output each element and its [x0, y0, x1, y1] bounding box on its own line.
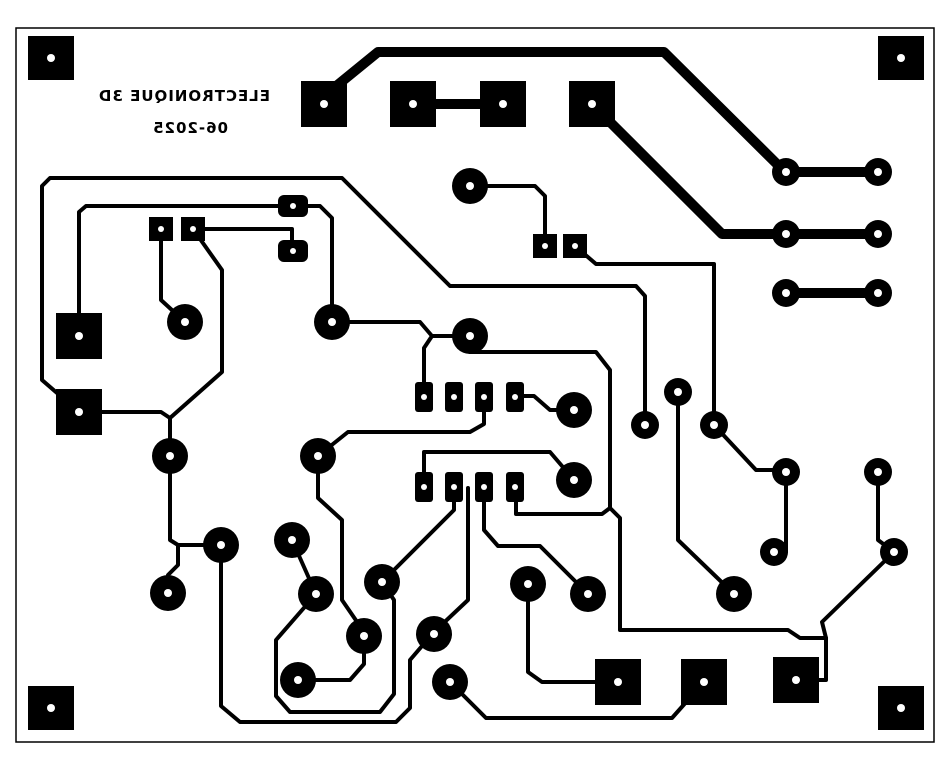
- trace-528: [526, 582, 620, 684]
- trace-610-bottom: [608, 506, 828, 682]
- trace-484-down: [482, 486, 590, 596]
- power-trace-middle: [587, 99, 883, 239]
- drill-holes: [47, 54, 905, 712]
- trace-382: [274, 580, 396, 714]
- trace-bottom-loop: [219, 543, 436, 724]
- trace-678: [676, 390, 736, 596]
- trace-dip-bottom-link: [422, 450, 576, 488]
- board-label: ELECTRONIQUE 3D 06-2025: [98, 87, 270, 137]
- trace-483: [316, 396, 486, 458]
- trace-318-down: [316, 454, 366, 634]
- trace-top-left: [77, 204, 294, 338]
- trace-left-loop: [40, 176, 647, 427]
- trace-diag: [77, 227, 224, 420]
- trace-543: [468, 184, 547, 248]
- trace-470-dip: [468, 334, 612, 516]
- trace-dip-left: [422, 334, 434, 400]
- board-date: 06-2025: [152, 119, 228, 137]
- trace-332-470: [330, 320, 472, 338]
- board-title: ELECTRONIQUE 3D: [98, 87, 270, 105]
- dip-pads: [415, 382, 524, 502]
